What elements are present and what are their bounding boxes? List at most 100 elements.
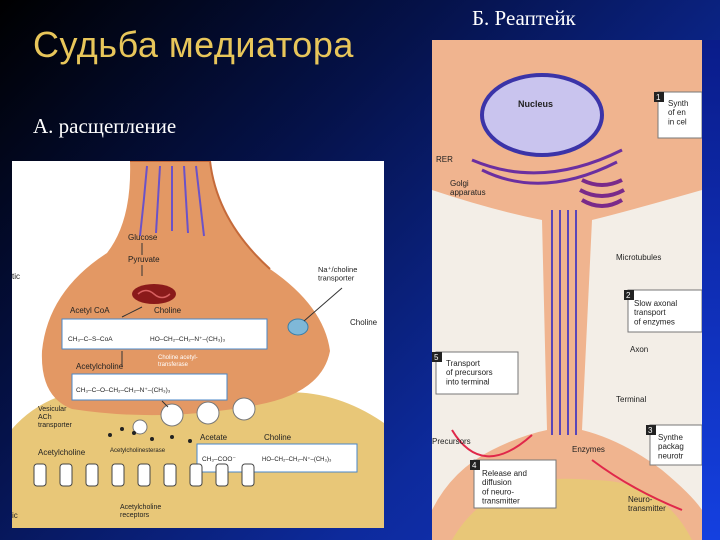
step1-text-line: Synth bbox=[668, 99, 688, 108]
nucleus-label: Nucleus bbox=[518, 99, 553, 109]
synapse-diagram: tic ic Choline Glucose Pyruvate Na⁺/chol… bbox=[12, 161, 384, 528]
presynaptic-terminal bbox=[41, 161, 330, 416]
acetate-label: Acetate bbox=[200, 433, 228, 442]
choline-transporter-protein bbox=[287, 318, 309, 336]
step3-number: 3 bbox=[648, 426, 653, 435]
acetyl-coa-formula: CH₃–C–S–CoA bbox=[68, 336, 113, 343]
step4-text-line: transmitter bbox=[482, 497, 520, 506]
microtubules bbox=[139, 165, 205, 237]
step5-text-line: Transport bbox=[446, 359, 481, 368]
choline-label-2: Choline bbox=[264, 433, 292, 442]
choline-label: Choline bbox=[154, 306, 182, 315]
step1-text-line: in cel bbox=[668, 117, 687, 126]
chat-label-line: transferase bbox=[158, 362, 189, 368]
step4-text-line: Release and bbox=[482, 469, 527, 478]
acetate-formula: CH₃–COO⁻ bbox=[202, 456, 236, 463]
ache-label: Acetylcholinesterase bbox=[110, 448, 166, 454]
release-arrow bbox=[591, 459, 683, 511]
synaptic-vesicle bbox=[232, 397, 256, 421]
step5-box bbox=[435, 351, 519, 395]
subtitle-degradation: А. расщепление bbox=[33, 114, 177, 138]
golgi-label-line: Golgi bbox=[450, 179, 469, 188]
vesicular-transporter-label-line: ACh bbox=[38, 414, 52, 421]
synaptic-vesicle bbox=[196, 401, 220, 425]
rer-label: RER bbox=[436, 155, 453, 164]
transporter-label-line1-line: Na⁺/choline bbox=[318, 265, 357, 274]
golgi-label-line: apparatus bbox=[450, 188, 486, 197]
nucleus bbox=[480, 73, 604, 157]
step5-number: 5 bbox=[434, 353, 439, 362]
step1-box bbox=[657, 91, 702, 139]
axon-microtubules bbox=[551, 210, 577, 435]
synaptic-vesicle bbox=[132, 419, 148, 435]
acetylcholine-molecules bbox=[108, 427, 192, 443]
vesicular-transporter-label-line: Vesicular bbox=[38, 406, 67, 413]
pathway-arrows bbox=[121, 243, 169, 408]
step1-text-line: of en bbox=[668, 108, 686, 117]
step4-box bbox=[473, 459, 557, 509]
glucose-label: Glucose bbox=[128, 233, 158, 242]
step4-text-line: of neuro- bbox=[482, 487, 514, 496]
rough-endoplasmic-reticulum bbox=[471, 148, 623, 175]
vesicular-transporter-label-line: transporter bbox=[38, 422, 73, 429]
acetylcholine-receptors-row bbox=[33, 463, 255, 487]
slide-title: Судьба медиатора bbox=[33, 24, 354, 65]
chat-label-line: Choline acetyl- bbox=[158, 355, 198, 361]
precursors-label: Precursors bbox=[432, 437, 471, 446]
step1-number: 1 bbox=[656, 93, 661, 102]
step2-number: 2 bbox=[626, 291, 631, 300]
slide-edge-bar bbox=[702, 40, 720, 540]
receptors-label-line: Acetylcholine bbox=[120, 504, 161, 511]
step2-text-line: transport bbox=[634, 308, 666, 317]
step2-box bbox=[627, 289, 702, 333]
cholinergic-synapse-figure: tic ic Choline Glucose Pyruvate Na⁺/chol… bbox=[12, 161, 384, 528]
microtubules-label: Microtubules bbox=[616, 253, 661, 262]
step3-text-line: Synthe bbox=[658, 433, 683, 442]
subtitle-reuptake: Б. Реаптейк bbox=[472, 6, 576, 30]
edge-label-right: Choline bbox=[350, 318, 378, 327]
step3-text-line: packag bbox=[658, 442, 684, 451]
acetylcholine-label: Acetylcholine bbox=[76, 362, 124, 371]
neurotransmitter-label-line: Neuro- bbox=[628, 495, 653, 504]
edge-label-left-top: tic bbox=[12, 272, 20, 281]
step5-text-line: of precursors bbox=[446, 368, 493, 377]
acetylcholine-label-2: Acetylcholine bbox=[38, 448, 86, 457]
chat-label: Choline acetyl-transferase bbox=[158, 355, 198, 368]
acetylcholine-box bbox=[71, 373, 228, 401]
step2-text-line: Slow axonal bbox=[634, 299, 677, 308]
step3-text-line: neurotr bbox=[658, 451, 684, 460]
step5-text-line: into terminal bbox=[446, 377, 490, 386]
terminal-label: Terminal bbox=[616, 395, 646, 404]
step2-text-line: of enzymes bbox=[634, 317, 675, 326]
transporter-label-line1-line: transporter bbox=[318, 274, 355, 283]
choline-formula: HO–CH₂–CH₂–N⁺–(CH₃)₃ bbox=[150, 336, 226, 343]
acetyl-coa-label: Acetyl CoA bbox=[70, 306, 110, 315]
golgi-apparatus bbox=[579, 178, 625, 208]
choline-formula-2: HO–CH₂–CH₂–N⁺–(CH₃)₃ bbox=[262, 456, 332, 463]
precursor-transport-arrow bbox=[451, 429, 533, 458]
acetylcholine-formula: CH₃–C–O–CH₂–CH₂–N⁺–(CH₃)₃ bbox=[76, 387, 171, 394]
step3-box bbox=[649, 424, 702, 466]
pyruvate-label: Pyruvate bbox=[128, 255, 160, 264]
edge-label-left-bottom: ic bbox=[12, 511, 18, 520]
neurotransmitter-label-line: transmitter bbox=[628, 504, 666, 513]
step4-number: 4 bbox=[472, 461, 477, 470]
enzymes-label: Enzymes bbox=[572, 445, 605, 454]
step4-text-line: diffusion bbox=[482, 478, 512, 487]
synaptic-vesicle bbox=[160, 403, 184, 427]
axon-label: Axon bbox=[630, 345, 648, 354]
acetyl-coa-choline-box bbox=[61, 318, 268, 350]
neurotransmitter-label: Neuro-transmitter bbox=[628, 495, 666, 513]
